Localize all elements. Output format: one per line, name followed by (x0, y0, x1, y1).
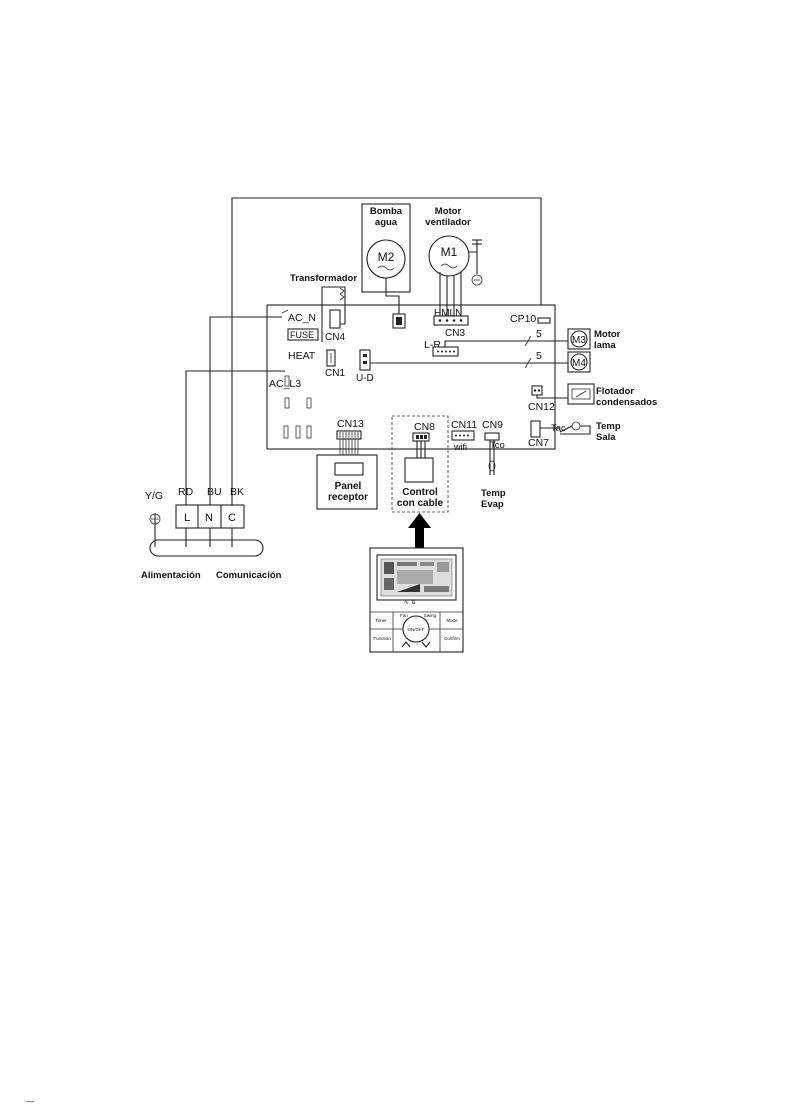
wired-remote: ∿ ⇅ Timer Fan Swing Mode Function ON/OFF… (369, 547, 464, 653)
wired-control-label-1: Control (402, 487, 438, 498)
up-arrow (408, 513, 431, 548)
terminal-label-bu: BU (207, 486, 222, 498)
louver-motor-label-2: lama (594, 340, 616, 351)
wired-control-label-2: con cable (397, 498, 444, 509)
m3-symbol: M3 (572, 335, 586, 346)
terminal-l: L (184, 512, 190, 524)
remote-down-button[interactable] (421, 641, 431, 648)
cn13-label: CN13 (337, 418, 364, 430)
fan-motor-label-2: ventilador (425, 217, 471, 228)
fan-motor-label-1: Motor (435, 206, 462, 217)
receiver-panel-label-2: receptor (328, 492, 368, 503)
cn9-label: CN9 (482, 419, 503, 431)
board-bottom-right: CN11 wifi CN9 Tco Temp Evap (451, 419, 506, 510)
cn12-label: CN12 (528, 401, 555, 413)
receiver-panel: CN13 Panel receptor (316, 418, 378, 510)
pump-symbol: M2 (378, 250, 395, 264)
wired-control-module: CN8 Control con cable (391, 415, 449, 513)
terminal-label-yg: Y/G (145, 490, 163, 502)
float-switch: CN12 Flotador condensados (528, 383, 657, 413)
cn9-connector (484, 432, 500, 441)
svg-text:∿ ⇅: ∿ ⇅ (404, 600, 416, 606)
room-temp-sensor: CN7 Tac Temp Sala (528, 420, 621, 449)
remote-function-button[interactable]: Function (373, 636, 391, 641)
fan-motor: Motor ventilador M1 (425, 206, 483, 316)
fuse-box (287, 328, 319, 341)
louver-motor-label-1: Motor (594, 329, 621, 340)
louver-motor: 5 M3 Motor lama 5 M4 (370, 328, 621, 373)
float-label-1: Flotador (596, 386, 634, 397)
power-wiring (149, 316, 285, 547)
remote-confirm-button[interactable]: Confirm (444, 636, 460, 641)
room-temp-label-1: Temp (596, 421, 621, 432)
pump-label-2: agua (375, 217, 398, 228)
fuse-label: FUSE (290, 330, 314, 340)
cp10-label: CP10 (510, 313, 536, 325)
float-label-2: condensados (596, 397, 657, 408)
outer-loop-wire (231, 197, 542, 463)
m4-symbol: M4 (572, 358, 586, 369)
cn7-label: CN7 (528, 437, 549, 449)
cn1-label: CN1 (325, 368, 345, 379)
power-label: Alimentación (141, 570, 201, 581)
tco-label: Tco (490, 440, 505, 451)
tac-label: Tac (551, 423, 566, 434)
heat-label: HEAT (288, 350, 316, 362)
evap-temp-label-1: Temp (481, 488, 506, 499)
wire-count-b: 5 (536, 350, 542, 362)
cn8-label: CN8 (414, 421, 435, 433)
terminal-block: Y/G RD BU BK L N C Alimentación Comunica… (141, 486, 282, 581)
footer-mark: — (26, 1097, 34, 1106)
cn3-connector (433, 315, 469, 326)
remote-fan-button[interactable]: Fan (400, 613, 408, 618)
terminal-label-rd: RD (178, 486, 194, 498)
room-temp-label-2: Sala (596, 432, 616, 443)
ac-n-label: AC_N (288, 312, 316, 324)
cn11-label: CN11 (451, 419, 477, 431)
cp10-connector (537, 317, 551, 324)
remote-onoff-button[interactable]: ON/OFF (408, 627, 425, 632)
cn4-label: CN4 (325, 332, 345, 343)
receiver-panel-label-1: Panel (335, 481, 362, 492)
fan-motor-symbol: M1 (441, 245, 458, 259)
ud-connector (359, 349, 371, 371)
terminal-n: N (205, 512, 213, 524)
pump-label-1: Bomba (370, 206, 403, 217)
transformer: Transformador (290, 273, 357, 342)
board-left-section: AC_N FUSE CN4 HEAT CN1 U-D AC_L3 (269, 309, 374, 439)
evap-temp-label-2: Evap (481, 499, 504, 510)
remote-up-button[interactable] (401, 641, 411, 648)
cn7-connector (530, 420, 541, 438)
main-board (266, 304, 556, 450)
transformer-label: Transformador (290, 273, 357, 284)
terminal-c: C (228, 512, 236, 524)
ud-label: U-D (356, 373, 374, 384)
terminal-label-bk: BK (230, 486, 244, 498)
remote-swing-button[interactable]: Swing (424, 613, 437, 618)
remote-mode-button[interactable]: Mode (446, 618, 458, 623)
comm-label: Comunicación (216, 570, 282, 581)
wifi-label: wifi (453, 442, 467, 452)
hmln-label: HMLN (434, 308, 462, 319)
water-pump: Bomba agua M2 (361, 203, 411, 329)
wire-count-a: 5 (536, 328, 542, 340)
cn12-connector (531, 385, 543, 396)
remote-timer-button[interactable]: Timer (375, 618, 387, 623)
cn3-label: CN3 (445, 328, 465, 339)
transformer-block (329, 309, 341, 329)
board-top-right: HMLN CN3 CP10 L-R (424, 308, 551, 357)
